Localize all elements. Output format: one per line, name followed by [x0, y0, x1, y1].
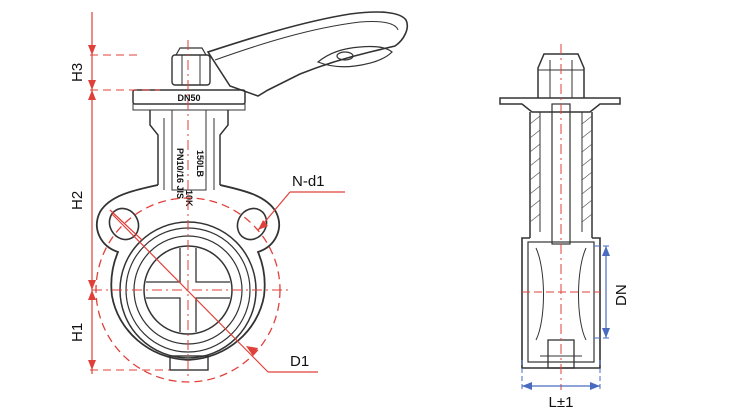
handle-lever [206, 11, 409, 97]
stem-nut [171, 54, 211, 86]
side-flange [499, 97, 621, 113]
label-d1: D1 [290, 353, 309, 370]
disc-cross [146, 248, 230, 332]
side-neck [529, 112, 593, 238]
handle-inner-line [214, 21, 399, 61]
lug-hole-left [108, 207, 140, 241]
lug-hole-right [236, 207, 268, 241]
label-l: L±1 [549, 394, 574, 411]
label-h1: H1 [69, 323, 86, 342]
flange-marking: DN50 [177, 93, 200, 103]
bottom-boss [169, 355, 209, 371]
label-h3: H3 [69, 63, 86, 82]
valve-neck [149, 110, 229, 185]
handle-grip [316, 45, 393, 68]
neck-hatching [529, 115, 593, 223]
handle-pivot [336, 51, 354, 61]
front-view: DN50 PN10/16 JIS 10K 150LB [69, 11, 409, 383]
label-h2: H2 [69, 191, 86, 210]
body-marking-left: PN10/16 JIS [175, 148, 185, 199]
body-marking-right: 150LB [195, 150, 205, 178]
side-view: DN L±1 [499, 44, 630, 411]
label-n-d1: N-d1 [292, 173, 325, 190]
label-dn: DN [613, 284, 630, 306]
